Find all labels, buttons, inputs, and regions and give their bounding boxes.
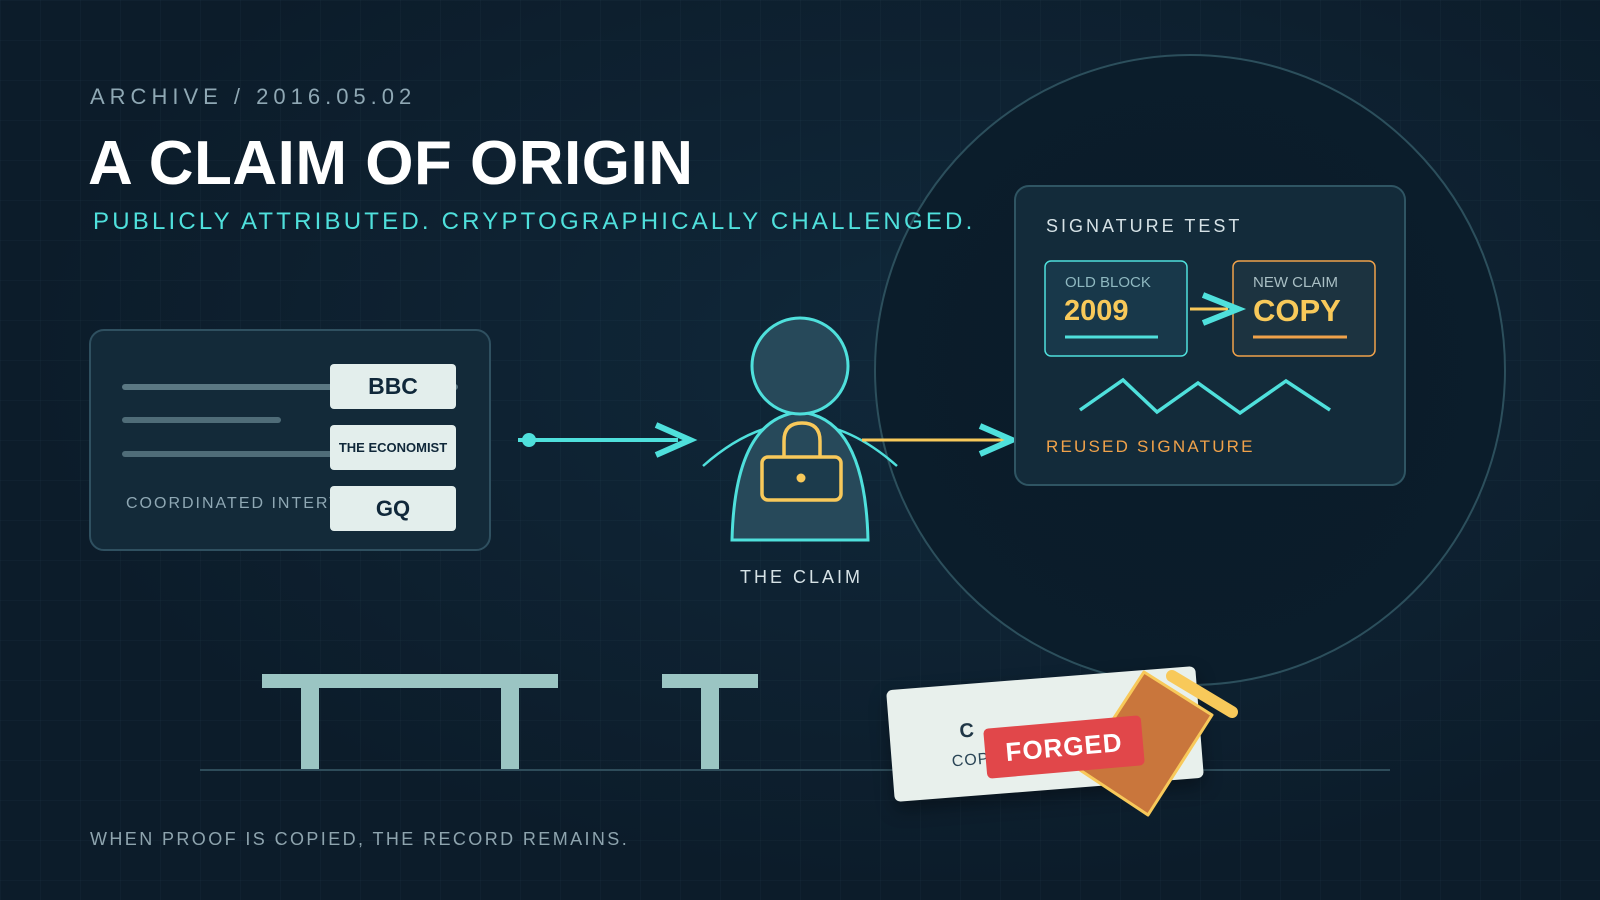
person-head — [750, 316, 850, 416]
lock-icon — [760, 421, 843, 502]
bench-top-1 — [262, 674, 558, 688]
bench-leg-1 — [301, 688, 319, 769]
signature-test-title: SIGNATURE TEST — [1046, 216, 1243, 236]
old-block-value: 2009 — [1064, 295, 1129, 327]
outlet-tag-economist: THE ECONOMIST — [330, 425, 456, 470]
footer-tagline: WHEN PROOF IS COPIED, THE RECORD REMAINS… — [90, 829, 630, 849]
compare-arrow-head — [1201, 292, 1247, 326]
claim-label: THE CLAIM — [740, 567, 864, 587]
page-title: A CLAIM OF ORIGIN — [88, 129, 694, 198]
page-subtitle: PUBLICLY ATTRIBUTED. CRYPTOGRAPHICALLY C… — [93, 208, 976, 235]
archive-date: ARCHIVE / 2016.05.02 — [90, 84, 417, 109]
coordinated-interviews-label: COORDINATED INTERVIEWS — [126, 495, 391, 512]
bench-top-2 — [662, 674, 758, 688]
old-block-box — [1044, 260, 1188, 357]
pencil-icon — [1078, 670, 1238, 817]
signature-zigzag — [1078, 377, 1331, 416]
new-claim-label: NEW CLAIM — [1253, 274, 1339, 291]
old-block-label: OLD BLOCK — [1065, 274, 1151, 291]
arrow-to-claim-head — [654, 422, 698, 458]
outlet-tag-gq: GQ — [330, 486, 456, 531]
reused-signature-label: REUSED SIGNATURE — [1046, 437, 1255, 456]
outlet-tag-bbc: BBC — [330, 364, 456, 409]
bench-leg-2 — [501, 688, 519, 769]
new-claim-value: COPY — [1253, 293, 1341, 328]
arrow-to-test-head — [978, 423, 1020, 457]
bench-leg-3 — [701, 688, 719, 769]
